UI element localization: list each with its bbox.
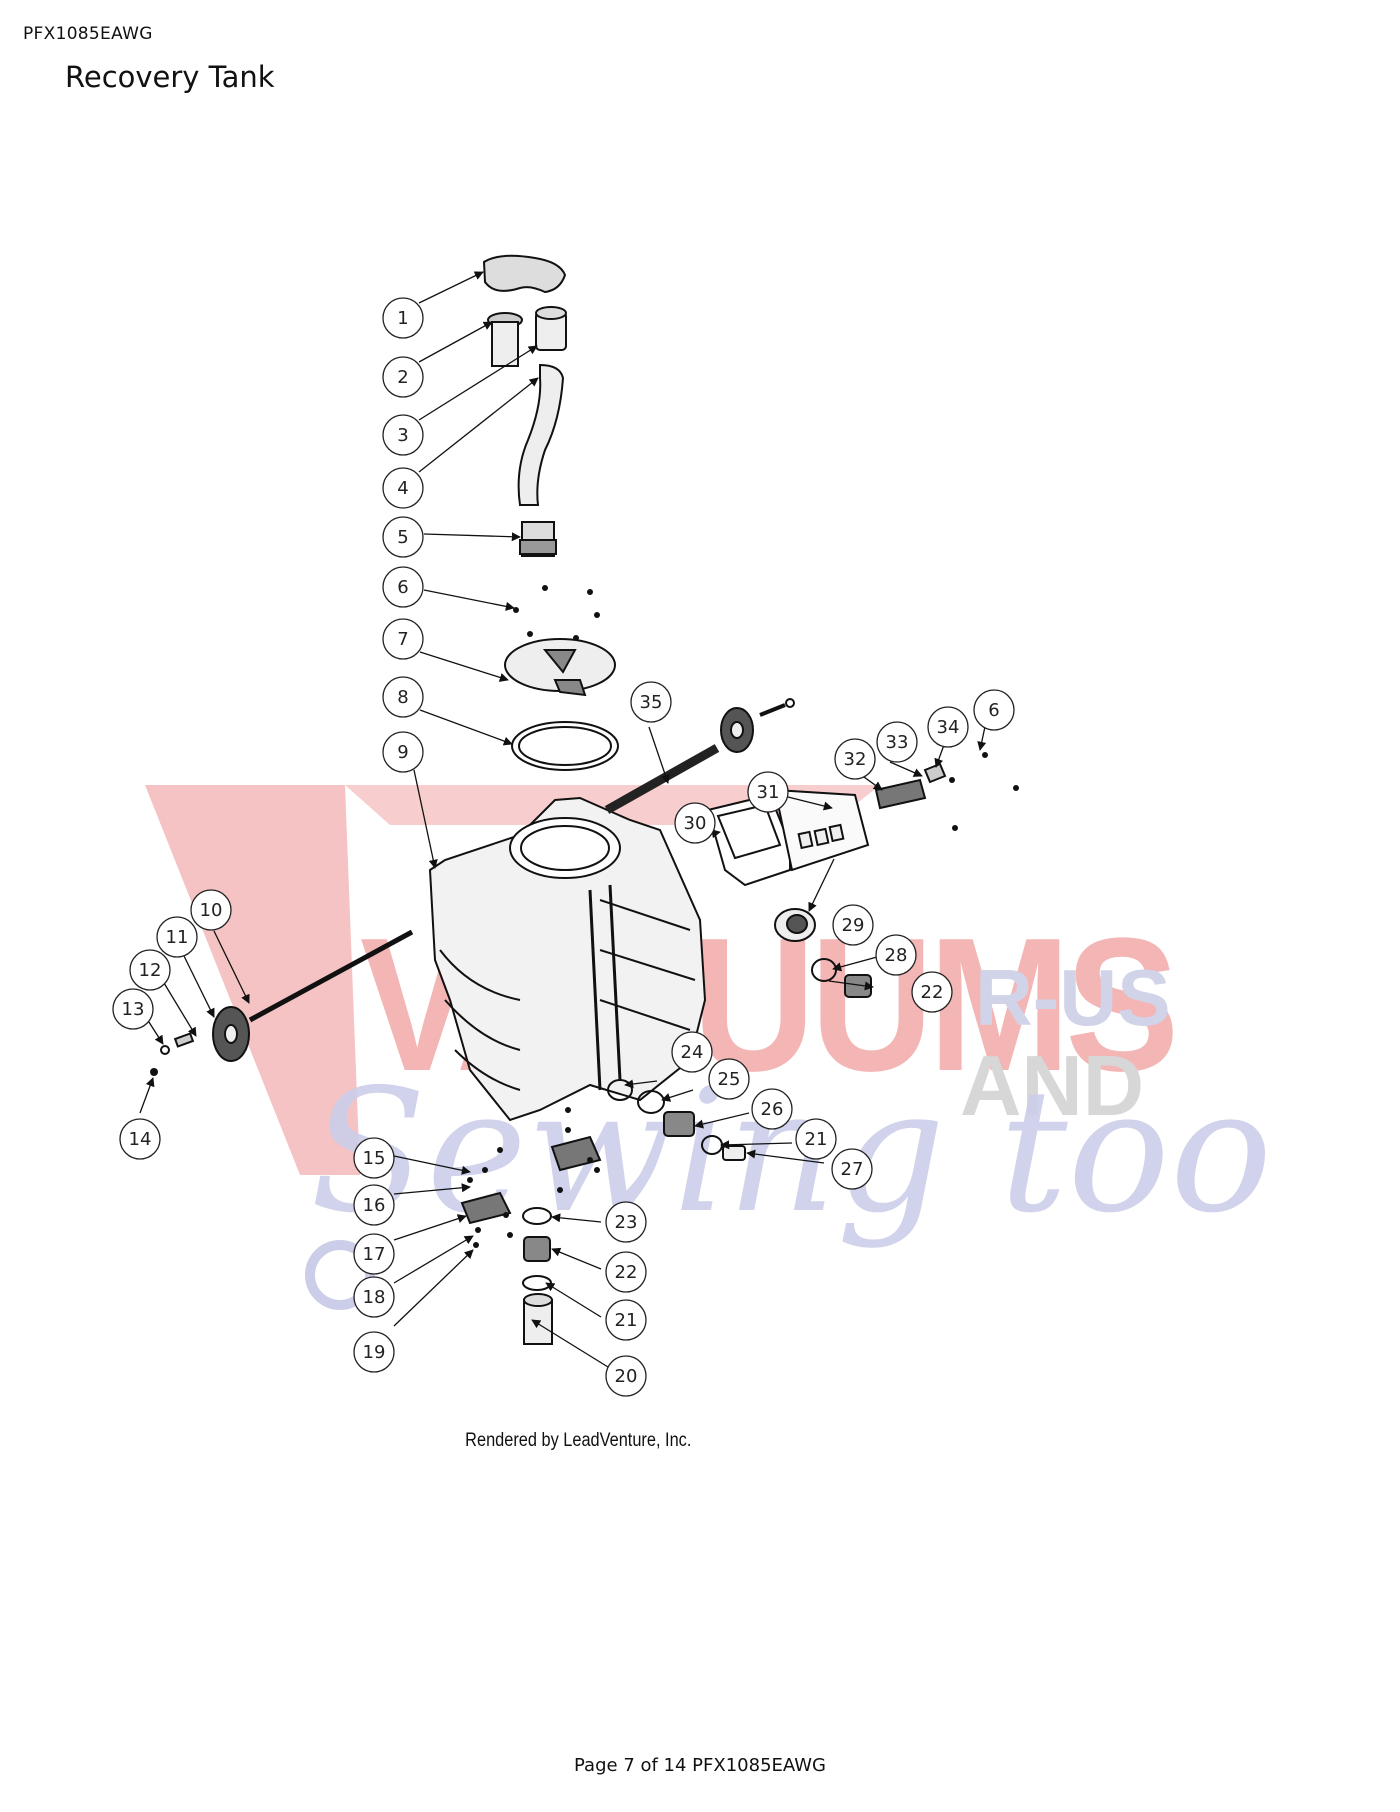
callout-21: 21 bbox=[795, 1118, 837, 1160]
svg-text:5: 5 bbox=[397, 527, 408, 548]
callout-22: 22 bbox=[911, 971, 953, 1013]
svg-text:13: 13 bbox=[122, 999, 145, 1020]
svg-text:35: 35 bbox=[640, 692, 663, 713]
callout-29: 29 bbox=[832, 904, 874, 946]
callout-15: 15 bbox=[353, 1137, 395, 1179]
part-hose bbox=[517, 363, 565, 506]
svg-text:16: 16 bbox=[363, 1195, 386, 1216]
svg-text:18: 18 bbox=[363, 1287, 386, 1308]
callout-22-lower: 22 bbox=[605, 1251, 647, 1293]
svg-text:12: 12 bbox=[139, 960, 162, 981]
page-footer: Page 7 of 14 PFX1085EAWG bbox=[574, 1755, 826, 1776]
svg-text:30: 30 bbox=[684, 813, 707, 834]
svg-text:34: 34 bbox=[937, 717, 960, 738]
svg-text:AND: AND bbox=[960, 1039, 1144, 1134]
callout-4: 4 bbox=[382, 467, 424, 509]
svg-text:26: 26 bbox=[761, 1099, 784, 1120]
callout-11: 11 bbox=[156, 916, 198, 958]
svg-text:3: 3 bbox=[397, 425, 408, 446]
callout-1: 1 bbox=[382, 297, 424, 339]
svg-text:15: 15 bbox=[363, 1148, 386, 1169]
callout-18: 18 bbox=[353, 1276, 395, 1318]
callouts: 1 2 3 4 5 6 7 8 9 10 11 12 13 14 15 16 1… bbox=[112, 297, 1015, 1397]
page-title: Recovery Tank bbox=[65, 60, 275, 94]
callout-32: 32 bbox=[834, 738, 876, 780]
svg-text:6: 6 bbox=[397, 577, 408, 598]
callout-28: 28 bbox=[875, 934, 917, 976]
callout-13: 13 bbox=[112, 988, 154, 1030]
callout-26: 26 bbox=[751, 1088, 793, 1130]
watermark-v-shape bbox=[145, 785, 360, 1175]
render-credit: Rendered by LeadVenture, Inc. bbox=[465, 1430, 692, 1451]
callout-10: 10 bbox=[190, 889, 232, 931]
callout-6-right: 6 bbox=[973, 689, 1015, 731]
svg-text:22: 22 bbox=[615, 1262, 638, 1283]
svg-text:21: 21 bbox=[805, 1129, 828, 1150]
callout-35: 35 bbox=[630, 681, 672, 723]
svg-text:11: 11 bbox=[166, 927, 189, 948]
svg-text:Sewing too: Sewing too bbox=[310, 1053, 1272, 1251]
part-recovery-tank bbox=[428, 796, 707, 1122]
svg-text:8: 8 bbox=[397, 687, 408, 708]
svg-text:21: 21 bbox=[615, 1310, 638, 1331]
callout-12: 12 bbox=[129, 949, 171, 991]
svg-text:1: 1 bbox=[397, 308, 408, 329]
callout-7: 7 bbox=[382, 618, 424, 660]
model-code: PFX1085EAWG bbox=[23, 24, 153, 44]
callout-9: 9 bbox=[382, 731, 424, 773]
callout-14: 14 bbox=[119, 1118, 161, 1160]
callout-31: 31 bbox=[747, 771, 789, 813]
callout-6: 6 bbox=[382, 566, 424, 608]
svg-text:29: 29 bbox=[842, 915, 865, 936]
callout-5: 5 bbox=[382, 516, 424, 558]
callout-27: 27 bbox=[831, 1148, 873, 1190]
svg-text:27: 27 bbox=[841, 1159, 864, 1180]
callout-3: 3 bbox=[382, 414, 424, 456]
callout-30: 30 bbox=[674, 802, 716, 844]
parts bbox=[150, 254, 1019, 1345]
svg-text:6: 6 bbox=[988, 700, 999, 721]
svg-text:24: 24 bbox=[681, 1042, 704, 1063]
callout-24: 24 bbox=[671, 1031, 713, 1073]
svg-text:31: 31 bbox=[757, 782, 780, 803]
callout-33: 33 bbox=[876, 721, 918, 763]
callout-17: 17 bbox=[353, 1233, 395, 1275]
svg-text:33: 33 bbox=[886, 732, 909, 753]
callout-25: 25 bbox=[708, 1058, 750, 1100]
svg-text:28: 28 bbox=[885, 945, 908, 966]
svg-text:17: 17 bbox=[363, 1244, 386, 1265]
callout-23: 23 bbox=[605, 1201, 647, 1243]
svg-text:22: 22 bbox=[921, 982, 944, 1003]
svg-text:7: 7 bbox=[397, 629, 408, 650]
callout-19: 19 bbox=[353, 1331, 395, 1373]
callout-21-lower: 21 bbox=[605, 1299, 647, 1341]
svg-text:32: 32 bbox=[844, 749, 867, 770]
part-gasket bbox=[511, 721, 619, 771]
callout-34: 34 bbox=[927, 706, 969, 748]
svg-text:19: 19 bbox=[363, 1342, 386, 1363]
svg-text:4: 4 bbox=[397, 478, 408, 499]
svg-text:14: 14 bbox=[129, 1129, 152, 1150]
svg-text:25: 25 bbox=[718, 1069, 741, 1090]
svg-text:2: 2 bbox=[397, 367, 408, 388]
callout-8: 8 bbox=[382, 676, 424, 718]
callout-20: 20 bbox=[605, 1355, 647, 1397]
svg-text:9: 9 bbox=[397, 742, 408, 763]
callout-2: 2 bbox=[382, 356, 424, 398]
svg-text:23: 23 bbox=[615, 1212, 638, 1233]
callout-16: 16 bbox=[353, 1184, 395, 1226]
part-cap bbox=[482, 254, 567, 294]
svg-text:20: 20 bbox=[615, 1366, 638, 1387]
svg-text:R-US: R-US bbox=[975, 953, 1171, 1042]
svg-text:10: 10 bbox=[200, 900, 223, 921]
